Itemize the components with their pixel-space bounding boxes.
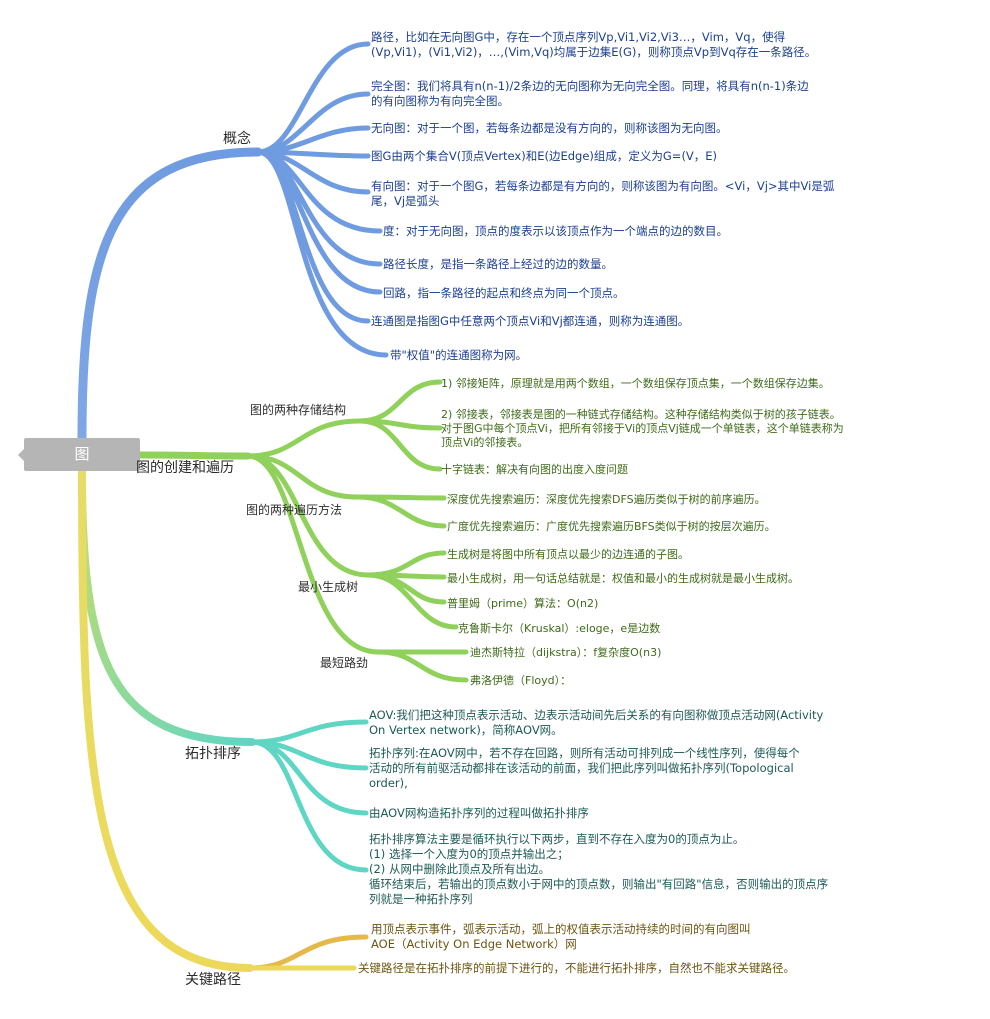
concept-item-path-length[interactable]: 路径长度，是指一条路径上经过的边的数量。 [383,257,613,271]
group-label-shortest-path[interactable]: 最短路劲 [320,656,369,670]
topo-connectors [249,719,369,873]
shortest-item-dijkstra[interactable]: 迪杰斯特拉（dijkstra）：f复杂度O(n3) [470,646,662,659]
root-pointer [18,449,24,461]
critical-connectors [247,934,369,971]
critical-item-aoe[interactable]: 用顶点表示事件，弧表示活动，弧上的权值表示活动持续的时间的有向图叫 AOE（Ac… [371,922,751,951]
storage-item-matrix[interactable]: 1) 邻接矩阵，原理就是用两个数组，一个数组保存顶点集，一个数组保存边集。 [441,377,830,390]
root-label: 图 [74,445,90,463]
group-label-storage[interactable]: 图的两种存储结构 [250,403,347,417]
critical-item-premise[interactable]: 关键路径是在拓扑排序的前提下进行的，不能进行拓扑排序，自然也不能求关键路径。 [358,961,795,975]
concept-item-network[interactable]: 带"权值"的连通图称为网。 [390,348,528,362]
concept-item-path[interactable]: 路径，比如在无向图G中，存在一个顶点序列Vp,Vi1,Vi2,Vi3…，Vim，… [371,30,817,59]
creation-connectors [245,379,469,683]
concept-item-complete-graph[interactable]: 完全图：我们将具有n(n-1)/2条边的无向图称为无向完全图。同理，将具有n(n… [371,79,809,108]
group-label-traversal[interactable]: 图的两种遍历方法 [246,503,343,517]
mst-item-spanning-tree[interactable]: 生成树是将图中所有顶点以最少的边连通的子图。 [447,548,689,561]
branch-connector-concepts [77,147,263,443]
shortest-item-floyd[interactable]: 弗洛伊德（Floyd）： [470,674,572,687]
root-node[interactable]: 图 [18,438,140,471]
topo-item-aov[interactable]: AOV:我们把这种顶点表示活动、边表示活动间先后关系的有向图称做顶点活动网(Ac… [369,708,824,737]
branch-label-creation[interactable]: 图的创建和遍历 [136,460,234,476]
concept-item-degree[interactable]: 度：对于无向图，顶点的度表示以该顶点作为一个端点的边的数目。 [383,224,728,238]
storage-item-adjacency-list[interactable]: 2) 邻接表，邻接表是图的一种链式存储结构。这种存储结构类似于树的孩子链表。 对… [441,408,844,449]
branch-connector-creation [136,451,252,460]
branch-connector-topo [78,468,256,746]
mst-item-min-spanning-tree[interactable]: 最小生成树，用一句话总结就是：权值和最小的生成树就是最小生成树。 [447,572,799,585]
topo-item-definition[interactable]: 由AOV网构造拓扑序列的过程叫做拓扑排序 [369,806,589,820]
traversal-item-dfs[interactable]: 深度优先搜索遍历：深度优先搜索DFS遍历类似于树的前序遍历。 [447,493,766,506]
topo-item-algorithm[interactable]: 拓扑排序算法主要是循环执行以下两步，直到不存在入度为0的顶点为止。 (1) 选择… [369,832,829,906]
topo-item-sequence[interactable]: 拓扑序列:在AOV网中，若不存在回路，则所有活动可排列成一个线性序列，使得每个 … [369,746,800,790]
concept-item-cycle[interactable]: 回路，指一条路径的起点和终点为同一个顶点。 [383,286,625,300]
concept-connectors [255,41,389,358]
mst-item-kruskal[interactable]: 克鲁斯卡尔（Kruskal）:eloge，e是边数 [458,622,661,635]
concept-item-definition[interactable]: 图G由两个集合V(顶点Vertex)和E(边Edge)组成，定义为G=(V，E) [371,149,718,163]
concept-item-connected[interactable]: 连通图是指图G中任意两个顶点Vi和Vj都连通，则称为连通图。 [371,314,690,328]
branch-label-topo[interactable]: 拓扑排序 [185,746,241,762]
storage-item-orthogonal-list[interactable]: 十字链表：解决有向图的出度入度问题 [441,463,628,476]
traversal-item-bfs[interactable]: 广度优先搜索遍历：广度优先搜索遍历BFS类似于树的按层次遍历。 [447,520,776,533]
group-label-mst[interactable]: 最小生成树 [298,580,359,594]
concept-item-directed[interactable]: 有向图：对于一个图G，若每条边都是有方向的，则称该图为有向图。<Vi，Vj>其中… [371,179,835,208]
branch-label-critical[interactable]: 关键路径 [185,972,241,988]
mst-item-prim[interactable]: 普里姆（prime）算法：O(n2) [447,597,599,610]
concept-item-undirected[interactable]: 无向图：对于一个图，若每条边都是没有方向的，则称该图为无向图。 [371,121,728,135]
branch-connector-critical [78,468,254,972]
branch-label-concepts[interactable]: 概念 [223,131,251,147]
